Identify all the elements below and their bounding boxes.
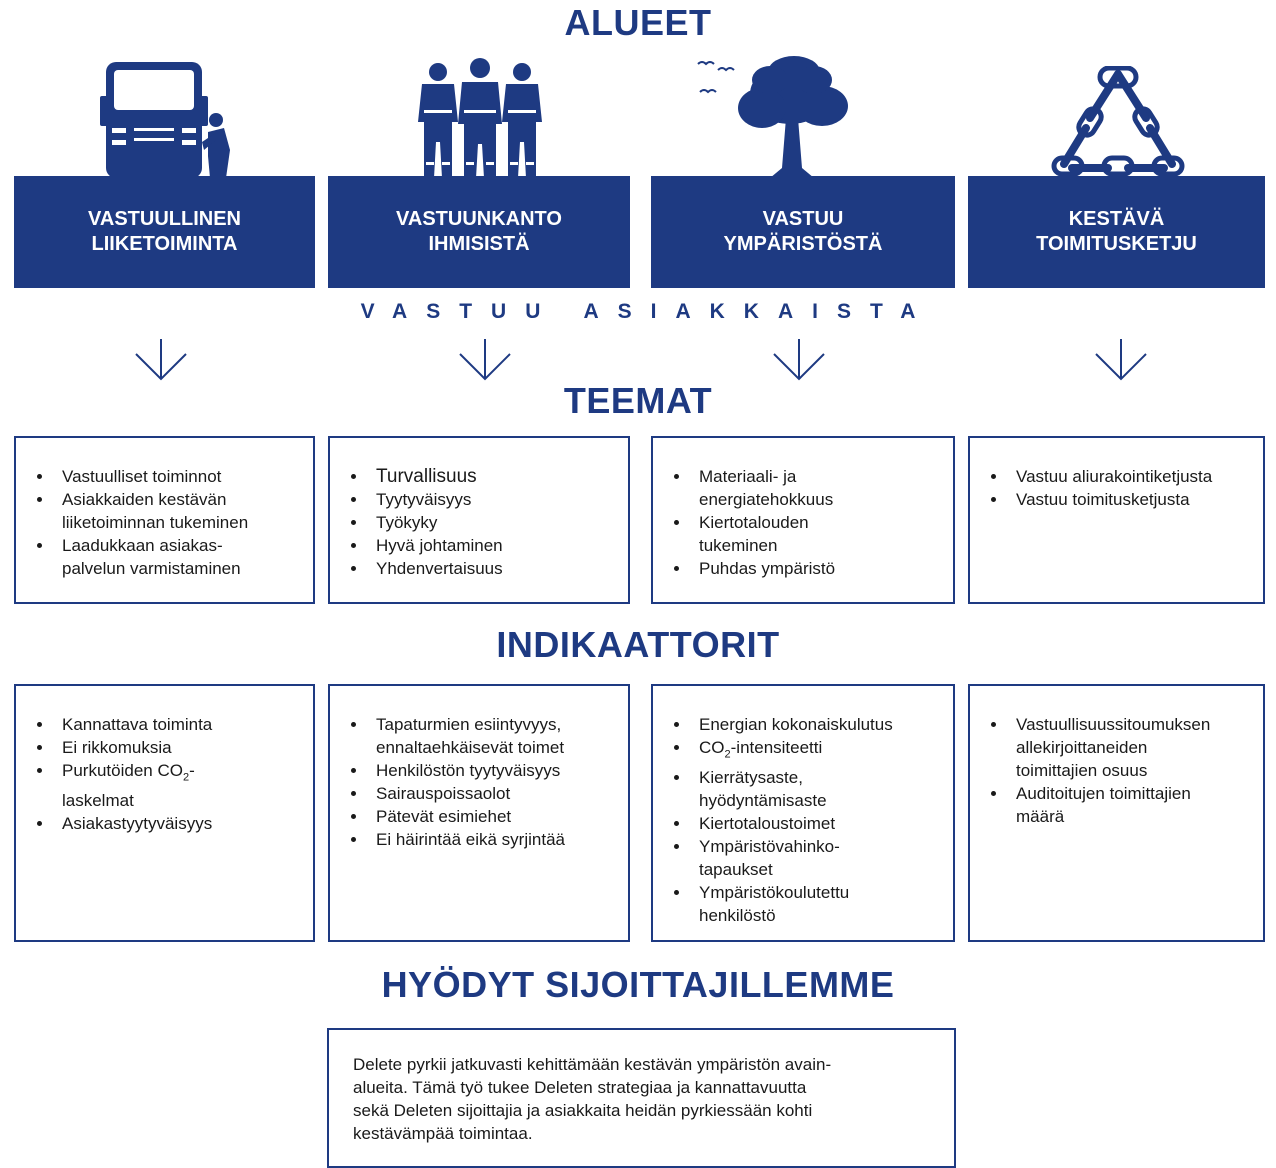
- chain-icon: [1051, 66, 1185, 176]
- list-item: Ei häirintää eikä syrjintää: [351, 828, 628, 851]
- list-item: Työkyky: [351, 511, 628, 534]
- themes-title: TEEMAT: [563, 380, 713, 421]
- themes-box-business: Vastuulliset toiminnot Asiakkaiden kestä…: [14, 436, 315, 604]
- tree-icon: [697, 56, 848, 178]
- area-box-environment: VASTUU YMPÄRISTÖSTÄ: [651, 176, 955, 288]
- area-label-line: VASTUUNKANTO: [396, 208, 562, 230]
- list-item: Purkutöiden CO2-laskelmat: [37, 759, 313, 812]
- list-item: Asiakastyytyväisyys: [37, 812, 313, 835]
- list-item: Energian kokonaiskulutus: [674, 713, 953, 736]
- indicators-list: Tapaturmien esiintyvyys,ennaltaehkäisevä…: [330, 713, 628, 851]
- themes-box-supply-chain: Vastuu aliurakointiketjusta Vastuu toimi…: [968, 436, 1265, 604]
- list-item: Ympäristövahinko-tapaukset: [674, 835, 953, 881]
- area-label-line: KESTÄVÄ: [1068, 208, 1165, 230]
- list-item: Puhdas ympäristö: [674, 557, 953, 580]
- list-item: Henkilöstön tyytyväisyys: [351, 759, 628, 782]
- benefits-title: HYÖDYT SIJOITTAJILLEMME: [381, 964, 895, 1005]
- arrow-down-icon: [773, 339, 825, 381]
- list-item: Kannattava toiminta: [37, 713, 313, 736]
- area-box-supply-chain: KESTÄVÄ TOIMITUSKETJU: [968, 176, 1265, 288]
- list-item: Kierrätysaste,hyödyntämisaste: [674, 766, 953, 812]
- indicators-title: INDIKAATTORIT: [496, 624, 780, 665]
- list-item: CO2-intensiteetti: [674, 736, 953, 766]
- benefits-text-line: kestävämpää toimintaa.: [353, 1124, 533, 1143]
- list-item: Yhdenvertaisuus: [351, 557, 628, 580]
- list-item: Tapaturmien esiintyvyys,ennaltaehkäisevä…: [351, 713, 628, 759]
- themes-list: Turvallisuus Tyytyväisyys Työkyky Hyvä j…: [330, 465, 628, 580]
- themes-box-people: Turvallisuus Tyytyväisyys Työkyky Hyvä j…: [328, 436, 630, 604]
- list-item: Laadukkaan asiakas-palvelun varmistamine…: [37, 534, 313, 580]
- area-label-line: VASTUULLINEN: [88, 208, 241, 230]
- area-label-line: TOIMITUSKETJU: [1036, 233, 1197, 255]
- workers-icon: [418, 58, 542, 178]
- area-box-people: VASTUUNKANTO IHMISISTÄ: [328, 176, 630, 288]
- indicators-box-business: Kannattava toiminta Ei rikkomuksia Purku…: [14, 684, 315, 942]
- list-item: Vastuu aliurakointiketjusta: [991, 465, 1263, 488]
- arrow-down-icon: [1095, 339, 1147, 381]
- customer-responsibility-label: VASTUU ASIAKKAISTA: [360, 300, 935, 323]
- list-item: Kiertotaloustoimet: [674, 812, 953, 835]
- area-label-line: VASTUU: [762, 208, 844, 230]
- arrow-down-icon: [459, 339, 511, 381]
- benefits-text-line: sekä Deleten sijoittajia ja asiakkaita h…: [353, 1101, 813, 1120]
- themes-list: Vastuulliset toiminnot Asiakkaiden kestä…: [16, 465, 313, 580]
- list-item: Turvallisuus: [351, 465, 628, 488]
- indicators-list: Energian kokonaiskulutus CO2-intensiteet…: [653, 713, 953, 927]
- list-item: Pätevät esimiehet: [351, 805, 628, 828]
- indicators-list: Kannattava toiminta Ei rikkomuksia Purku…: [16, 713, 313, 835]
- benefits-box: Delete pyrkii jatkuvasti kehittämään kes…: [327, 1028, 956, 1168]
- indicators-box-people: Tapaturmien esiintyvyys,ennaltaehkäisevä…: [328, 684, 630, 942]
- indicators-box-environment: Energian kokonaiskulutus CO2-intensiteet…: [651, 684, 955, 942]
- list-item: Tyytyväisyys: [351, 488, 628, 511]
- benefits-text-line: Delete pyrkii jatkuvasti kehittämään kes…: [353, 1055, 832, 1074]
- arrow-down-icon: [135, 339, 187, 381]
- list-item: Sairauspoissaolot: [351, 782, 628, 805]
- benefits-text-line: alueita. Tämä työ tukee Deleten strategi…: [353, 1078, 807, 1097]
- list-item: Ei rikkomuksia: [37, 736, 313, 759]
- area-label-line: IHMISISTÄ: [428, 233, 530, 255]
- area-label-line: LIIKETOIMINTA: [91, 233, 238, 255]
- themes-list: Vastuu aliurakointiketjusta Vastuu toimi…: [970, 465, 1263, 511]
- list-item: Vastuulliset toiminnot: [37, 465, 313, 488]
- area-label-line: YMPÄRISTÖSTÄ: [723, 233, 883, 255]
- areas-title: ALUEET: [564, 2, 712, 43]
- truck-icon: [100, 62, 230, 178]
- area-box-business: VASTUULLINEN LIIKETOIMINTA: [14, 176, 315, 288]
- list-item: Hyvä johtaminen: [351, 534, 628, 557]
- list-item: Vastuu toimitusketjusta: [991, 488, 1263, 511]
